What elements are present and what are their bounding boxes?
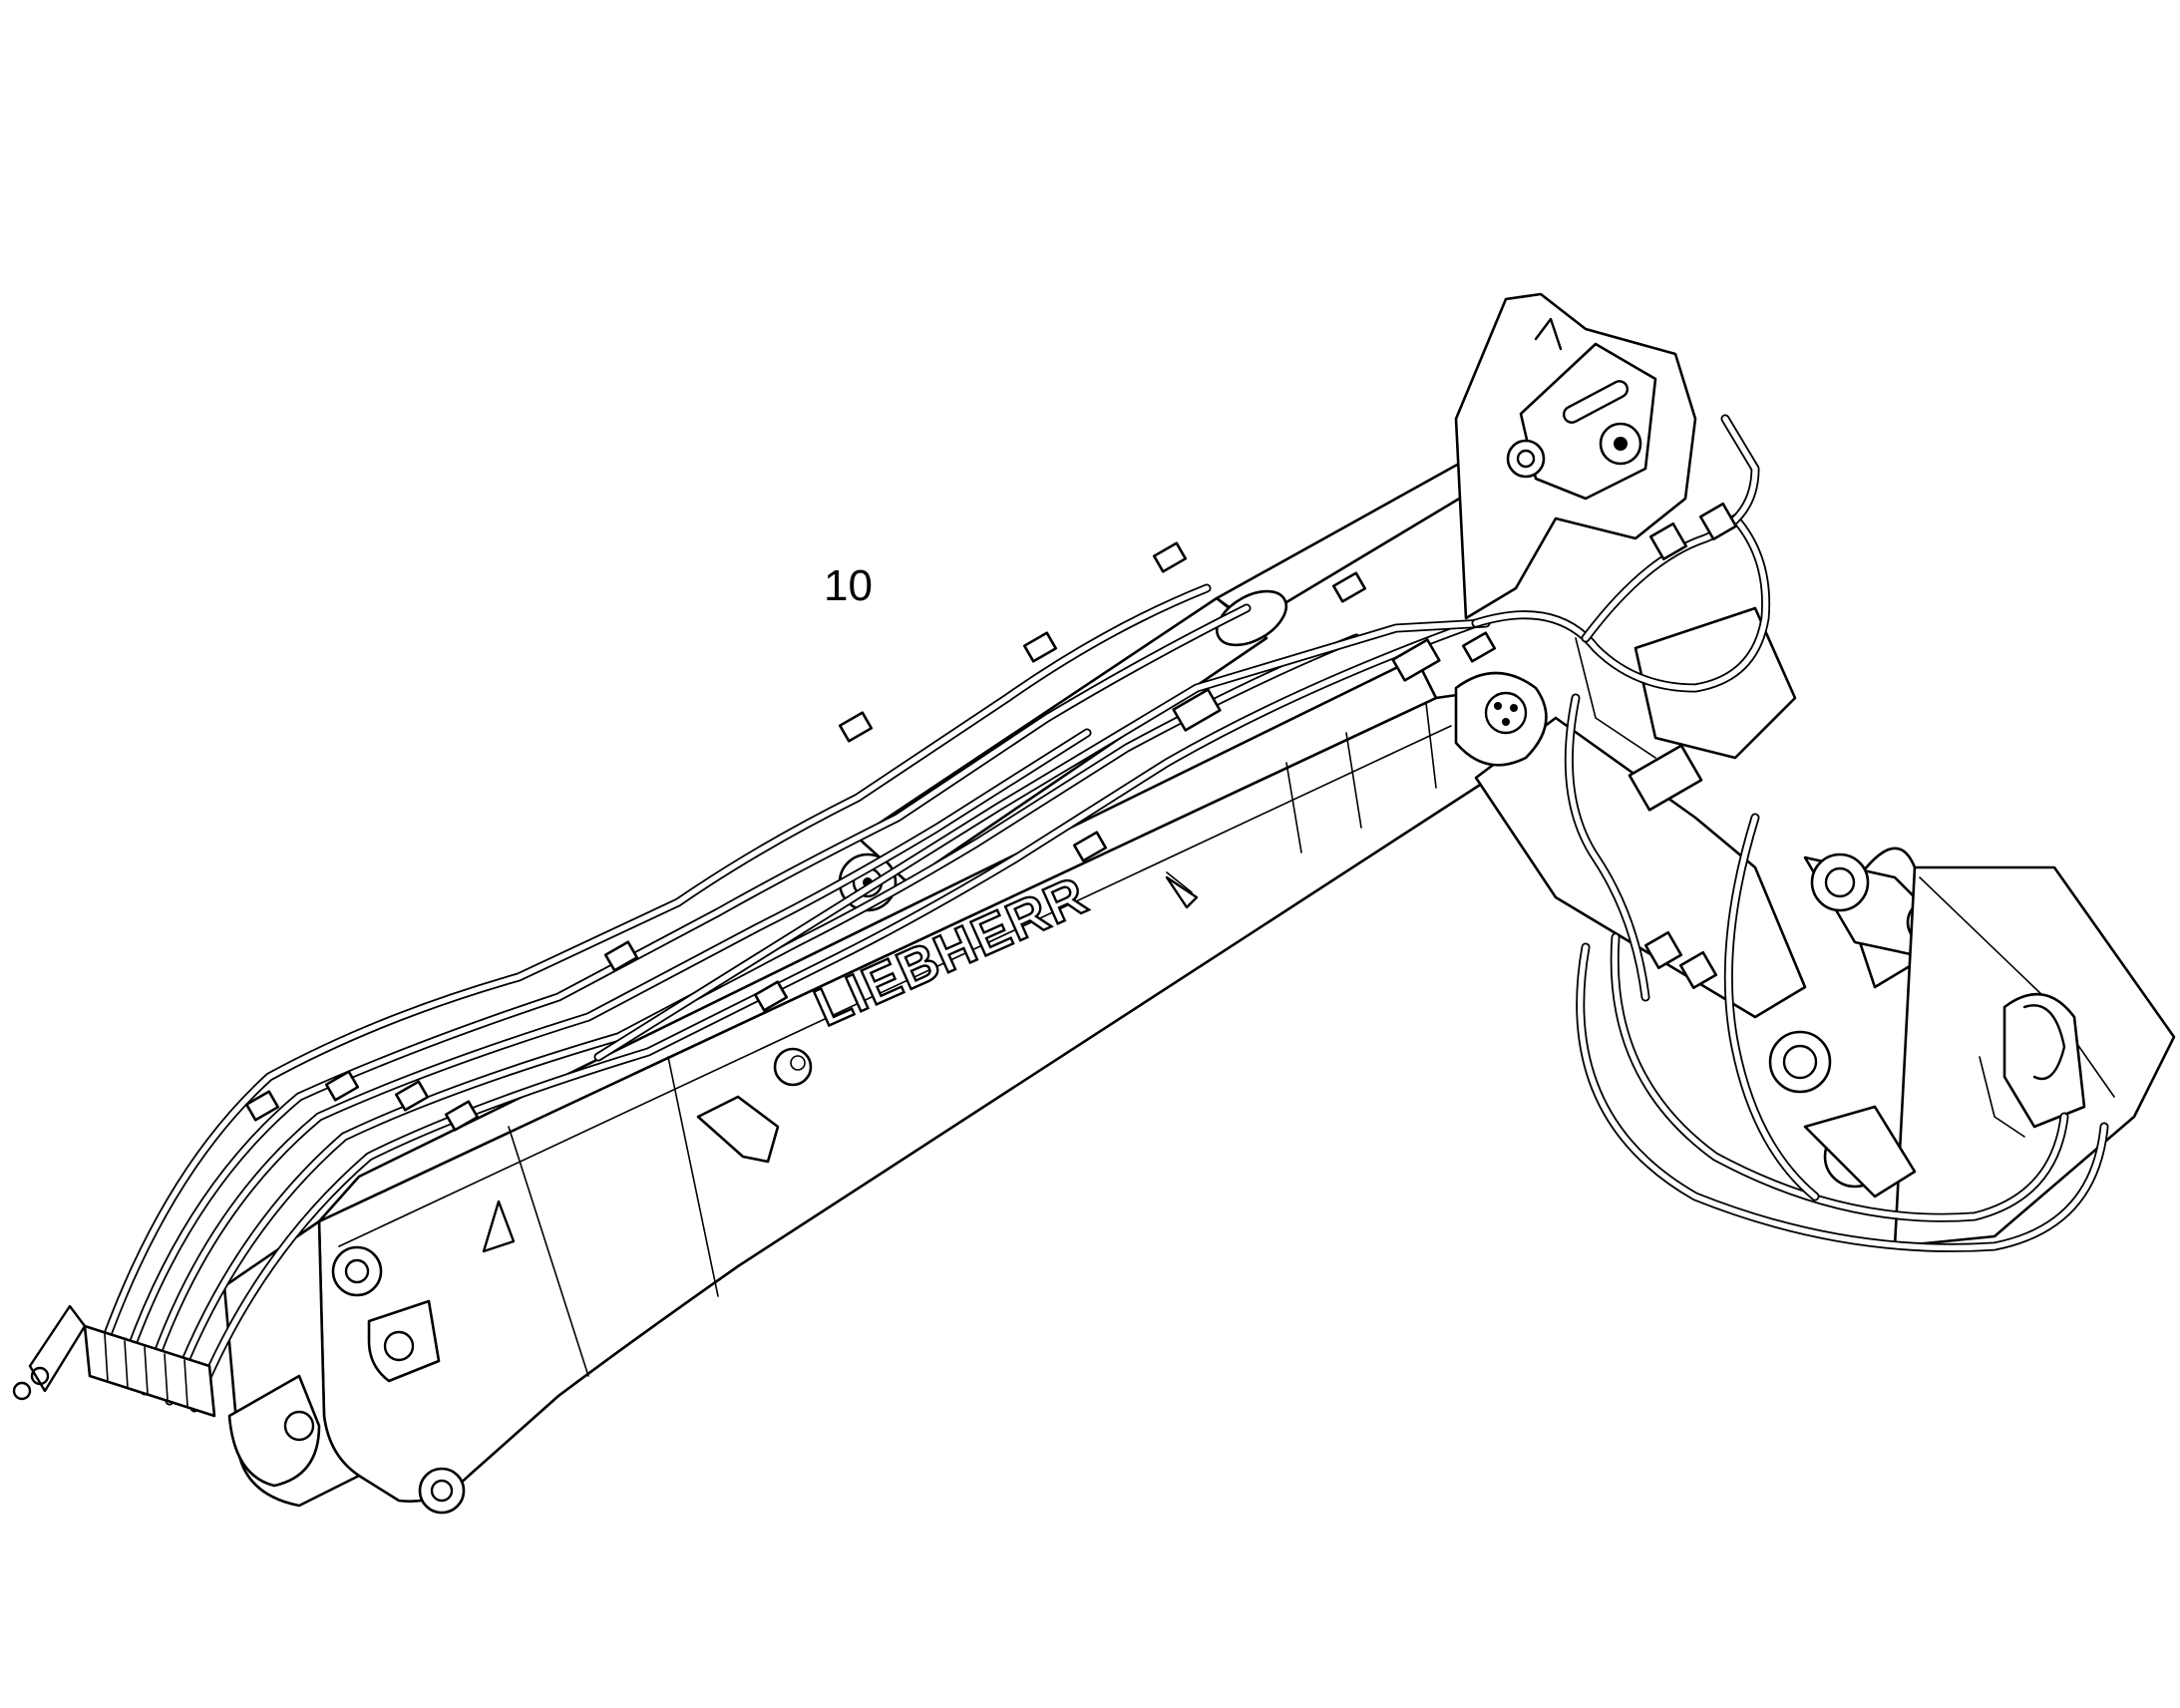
hydraulic-hose-bundle — [90, 414, 2109, 1413]
stick-arm — [1454, 292, 1807, 1019]
hose-clamps — [244, 502, 1738, 1132]
callout-label: 10 — [824, 561, 873, 610]
tool-linkage — [1768, 847, 2176, 1248]
stick-pivot — [1454, 671, 1548, 767]
hose-connector-block — [12, 1304, 216, 1418]
